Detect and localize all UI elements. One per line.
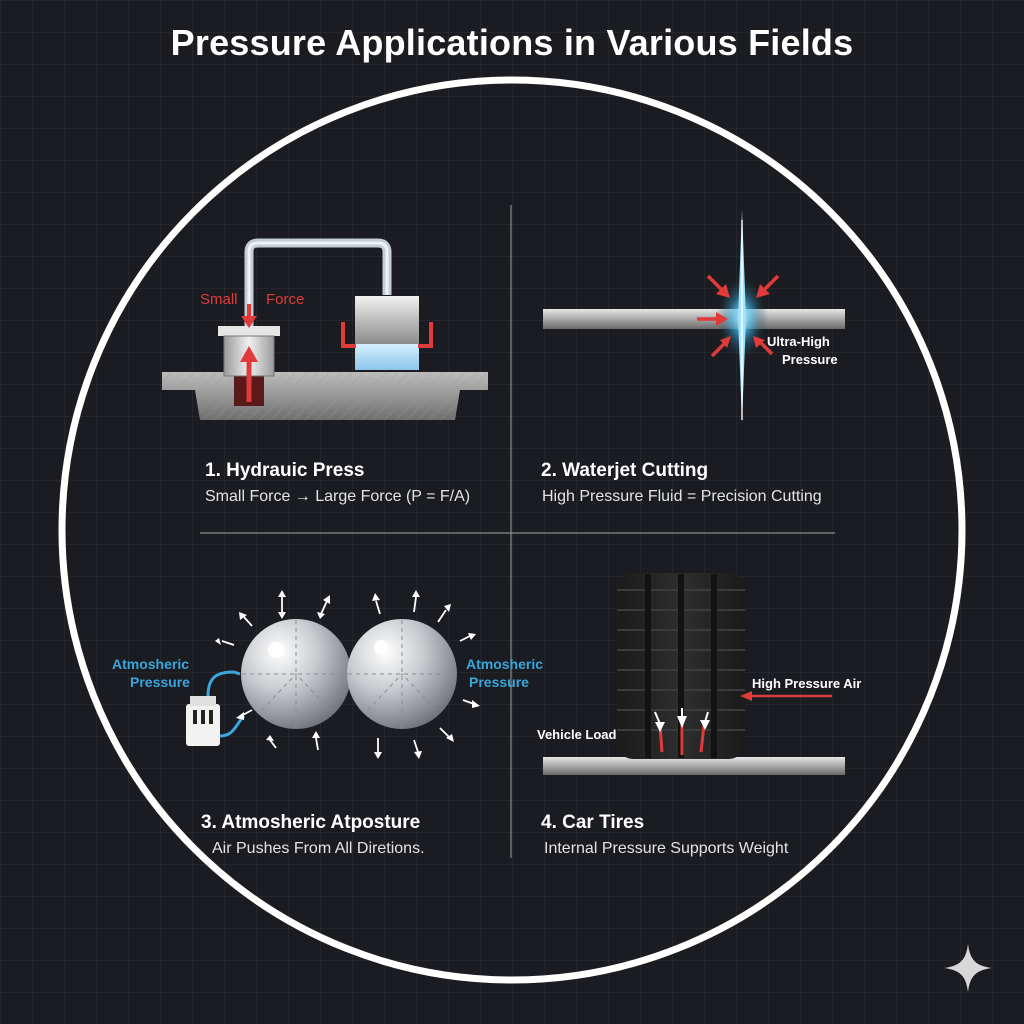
- high-pressure-air-label: High Pressure Air: [752, 676, 862, 691]
- force-label: Force: [266, 291, 305, 308]
- panel-2-subtitle: High Pressure Fluid = Precision Cutting: [542, 488, 822, 505]
- hydraulic-press-illustration: [162, 238, 488, 420]
- sparkle-icon: [944, 944, 992, 992]
- panel-4-heading: 4. Car Tires: [541, 812, 645, 833]
- atmospheric-right-label-1: Atmosheric: [466, 656, 544, 672]
- panel-2-heading: 2. Waterjet Cutting: [541, 460, 709, 481]
- page-title: Pressure Applications in Various Fields: [170, 22, 854, 63]
- panel-1-subtitle: Small Force → Large Force (P = F/A): [205, 488, 471, 505]
- atmospheric-left-label-2: Pressure: [130, 674, 190, 690]
- atmospheric-left-label-1: Atmosheric: [112, 656, 190, 672]
- small-label: Small: [200, 291, 238, 308]
- panel-3-subtitle: Air Pushes From All Diretions.: [212, 840, 425, 857]
- waterjet-illustration: [543, 210, 845, 422]
- ultra-high-label: Ultra-High: [767, 334, 830, 349]
- panel-3-heading: 3. Atmosheric Atposture: [201, 812, 421, 833]
- frame-circle: [58, 76, 966, 984]
- vehicle-load-label: Vehicle Load: [537, 727, 617, 742]
- atmospheric-right-label-2: Pressure: [469, 674, 529, 690]
- pressure-label: Pressure: [782, 352, 838, 367]
- panel-4-subtitle: Internal Pressure Supports Weight: [544, 840, 789, 857]
- panel-1-heading: 1. Hydrauic Press: [205, 460, 365, 481]
- atmospheric-illustration: [186, 590, 480, 759]
- tire-illustration: [543, 573, 845, 775]
